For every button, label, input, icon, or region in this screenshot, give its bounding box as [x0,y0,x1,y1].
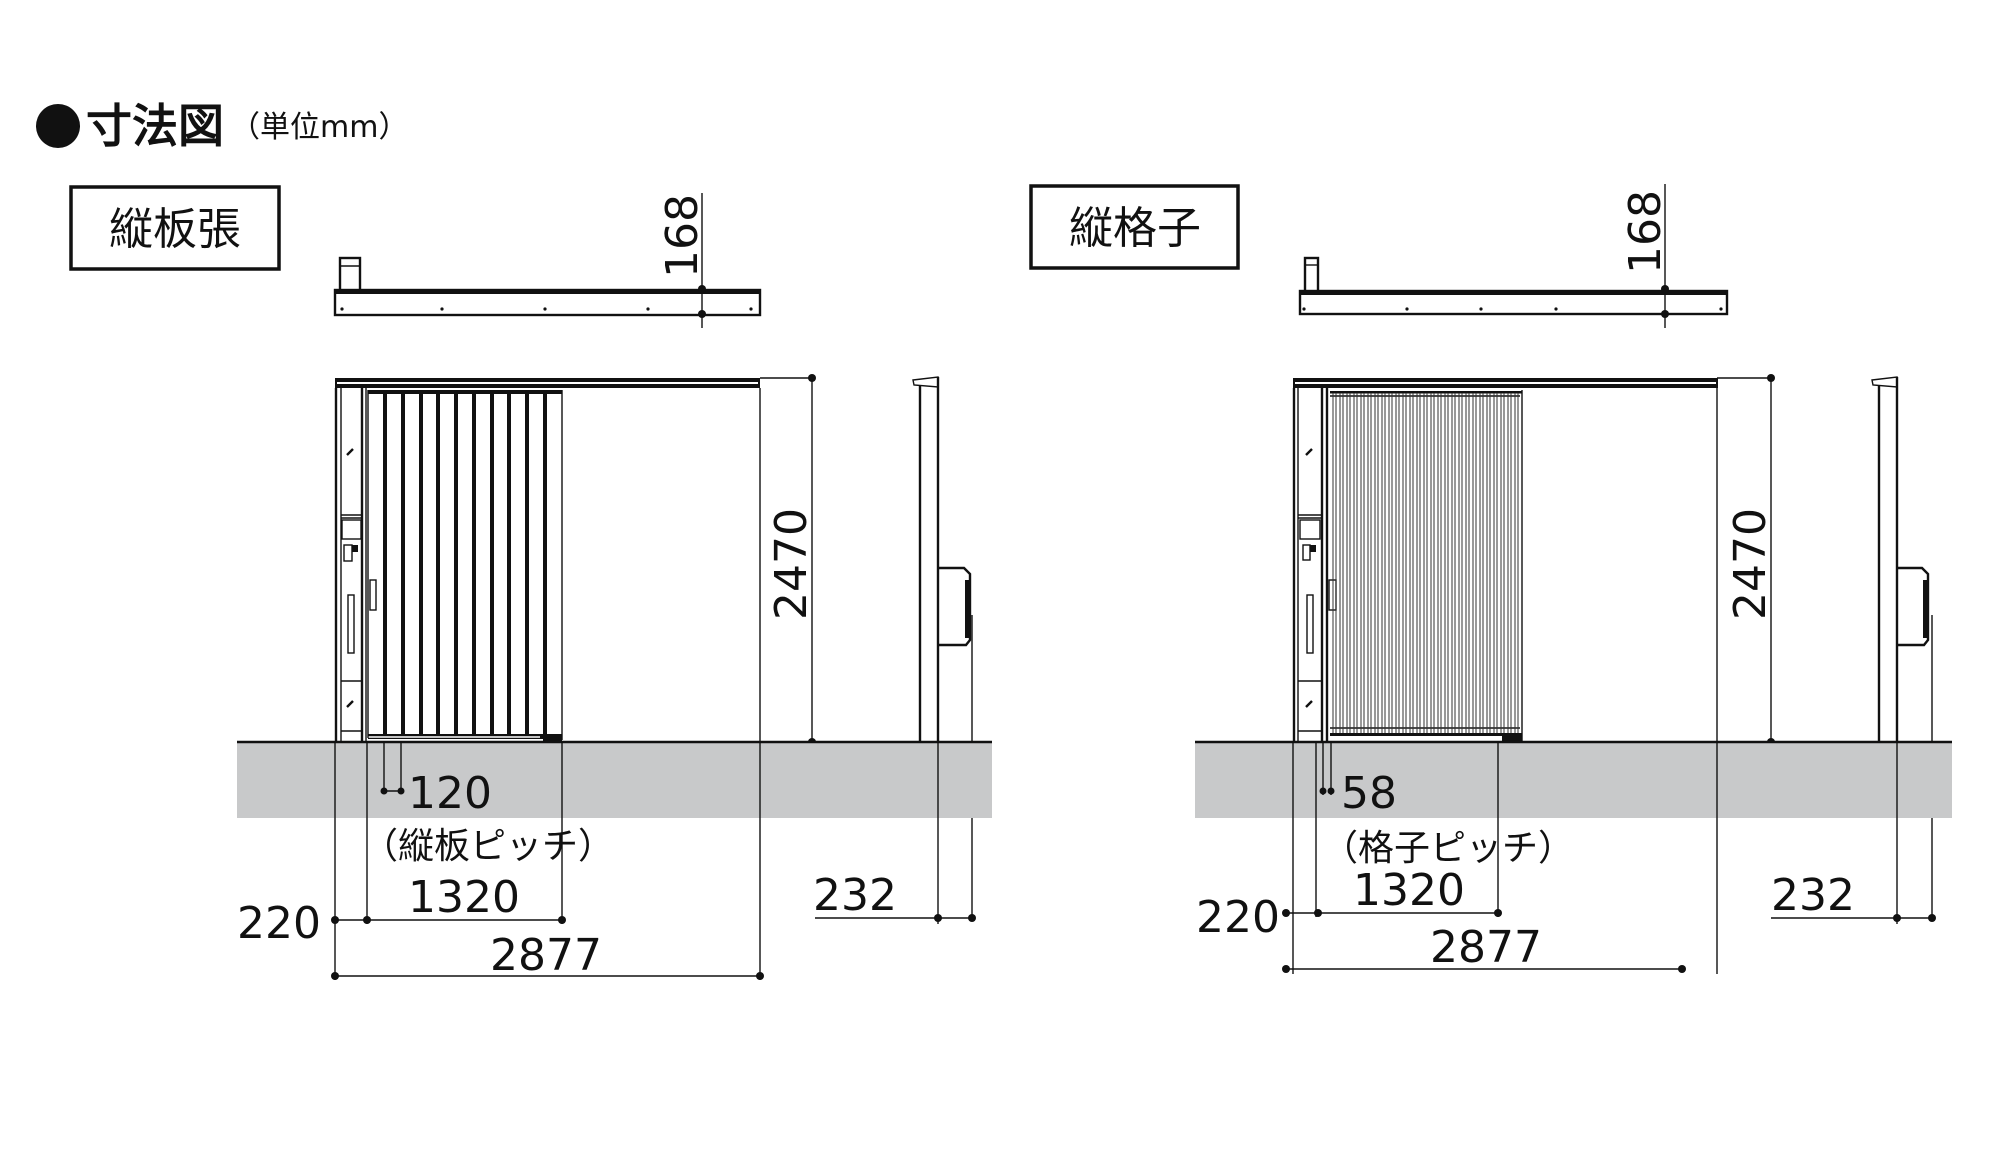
diagram-label: 縦板張 [109,204,241,255]
diagram-vertical-board: 縦板張 168 [69,185,992,981]
front-elevation: 2470 [1292,374,1776,746]
door-handle [369,579,377,611]
plan-view: 168 [333,193,762,328]
front-elevation: 2470 [334,374,817,746]
mailbox [938,566,972,647]
pitch-note: （格子ピッチ） [1322,828,1574,869]
total-width-dim: 2877 [1430,922,1542,973]
ground [237,742,992,818]
plan-post [1303,256,1320,294]
plan-post [338,256,362,293]
mailbox [1897,566,1930,647]
ground [1195,742,1952,818]
pitch-dim: 120 [408,768,492,819]
total-width-dim: 2877 [490,930,602,981]
diagram-label: 縦格子 [1069,203,1201,254]
diagram-label-box [1029,184,1240,270]
post-depth-dim: 232 [1771,870,1855,921]
door-width-dim: 1320 [1353,865,1465,916]
height-dim: 2470 [766,508,817,620]
plan-depth-dim: 168 [1620,190,1671,274]
intercom-panel [1299,519,1321,540]
mail-slot [347,594,355,654]
pitch-note: （縦板ピッチ） [362,826,614,867]
pitch-dim: 58 [1341,768,1397,819]
page-header: 寸法図 （単位mm） [36,99,408,153]
side-elevation [1871,376,1933,918]
bullet-icon [36,104,80,148]
plan-view: 168 [1298,184,1729,328]
side-elevation [912,376,973,918]
side-offset-dim: 220 [237,898,321,949]
diagram-label-box [69,185,281,271]
door-width-dim: 1320 [408,872,520,923]
diagram-vertical-lattice: 縦格子 168 [1029,184,1952,974]
door-vertical-lattice [1328,390,1523,742]
height-dim: 2470 [1725,508,1776,620]
unit-note: （単位mm） [230,110,408,145]
plan-depth-dim: 168 [657,194,708,278]
door-vertical-board [367,390,563,741]
mail-slot [1306,594,1314,654]
page-title: 寸法図 [86,99,224,153]
post-depth-dim: 232 [813,870,897,921]
side-offset-dim: 220 [1196,892,1280,943]
intercom-panel [341,519,362,540]
